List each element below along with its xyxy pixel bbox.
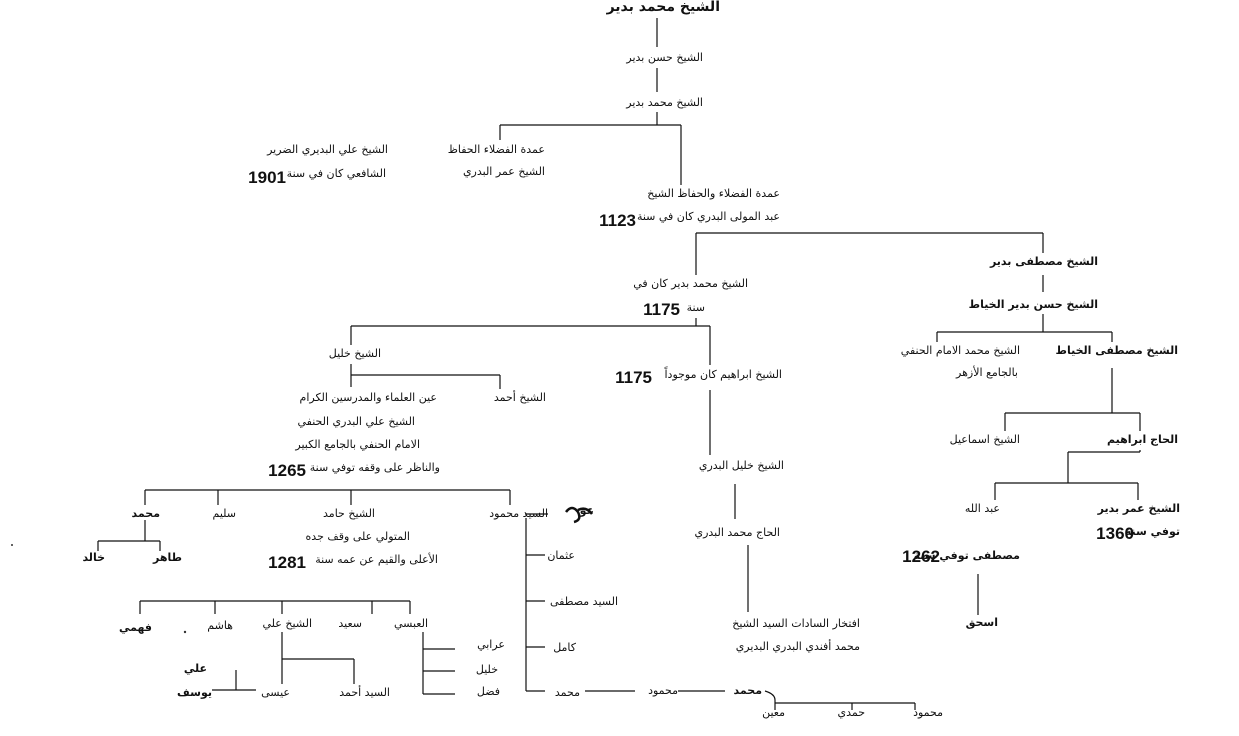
node-khalil-2: خليل [475, 663, 498, 676]
node-ali-hanafi-year: 1265 [268, 461, 306, 480]
node-ali-darir-year: 1901 [248, 168, 286, 187]
node-umda-line1: عمدة الفضلاء الحفاظ [447, 143, 545, 156]
node-mohammed-imam-line1: الشيخ محمد الامام الحنفي [900, 344, 1020, 357]
node-root: الشيخ محمد بدير [606, 0, 720, 15]
node-othman: عثمان [547, 549, 575, 562]
node-salim: سليم [212, 507, 237, 520]
node-omar-badir-line2: توفي سنة [1124, 525, 1180, 538]
node-mustafa-died: مصطفى توفي سنة [913, 549, 1020, 562]
node-fahmi: فهمي [119, 621, 152, 634]
node-kamil: كامل [553, 641, 576, 654]
handwritten-mark [565, 506, 593, 524]
node-mohammed-c: محمد [733, 684, 762, 697]
node-hasan-khayyat: الشيخ حسن بدير الخياط [968, 298, 1098, 311]
node-sayyid-ahmed: السيد أحمد [339, 686, 390, 699]
node-mohammed-b: محمد [554, 686, 580, 699]
node-ali-hanafi-line1: عين العلماء والمدرسين الكرام [299, 391, 437, 404]
node-hashem: هاشم [207, 619, 233, 632]
node-abdelmawla-year: 1123 [599, 211, 636, 230]
node-muin: معين [762, 706, 785, 719]
node-abdelmawla-line2: عبد المولى البدري كان في سنة [636, 210, 780, 223]
node-hasan: الشيخ حسن بدير [626, 51, 703, 64]
node-fadl: فضل [476, 685, 500, 698]
node-abdelmawla-line1: عمدة الفضلاء والحفاظ الشيخ [647, 187, 780, 200]
node-ibrahim-year: 1175 [615, 368, 652, 387]
node-hamid-year: 1281 [268, 553, 306, 572]
node-said: سعيد [338, 617, 362, 630]
node-mohammed-1175-line2: سنة [686, 301, 705, 314]
node-ali-darir-line2: الشافعي كان في سنة [286, 167, 386, 180]
node-iftikhar-line1: افتخار السادات السيد الشيخ [732, 617, 860, 630]
node-mustafa-khayyat: الشيخ مصطفى الخياط [1055, 344, 1178, 357]
node-mohammed-1175-line1: الشيخ محمد بدير كان في [633, 277, 748, 290]
node-ali-darir-line1: الشيخ علي البديري الضرير [267, 143, 388, 156]
node-mohammed-2: الشيخ محمد بدير [626, 96, 703, 109]
node-mustafa-badir: الشيخ مصطفى بدير [989, 255, 1098, 268]
node-arabi: عرابي [477, 638, 505, 651]
node-omar-badir-year: 1360 [1096, 524, 1134, 543]
node-mahmoud-c: محمود [913, 706, 943, 719]
node-hamid-line1: الشيخ حامد [323, 507, 375, 520]
node-mahmoud-b: محمود [648, 684, 678, 697]
node-scribble: عو [579, 504, 594, 517]
node-mohammed-left: محمد [131, 507, 160, 520]
node-isa: عيسى [261, 686, 290, 699]
node-mohammed-1175-year: 1175 [643, 300, 680, 319]
node-ismail: الشيخ اسماعيل [949, 433, 1020, 446]
node-omar-badir: الشيخ عمر بدير [1097, 502, 1180, 515]
node-haj-ibrahim: الحاج ابراهيم [1107, 433, 1178, 446]
node-sheikh-ali: الشيخ علي [262, 617, 312, 630]
node-sayyid-mahmoud: السيد محمود [489, 507, 548, 520]
node-ali-hanafi-line3: الامام الحنفي بالجامع الكبير [295, 438, 420, 451]
node-iftikhar-line2: محمد أفندي البدري البديري [735, 640, 860, 653]
node-mohammed-imam-line2: بالجامع الأزهر [956, 366, 1018, 379]
node-khalid: خالد [82, 551, 105, 564]
node-ali-hanafi-line4: والناظر على وقفه توفي سنة [309, 461, 440, 474]
node-abbasi: العبسي [393, 617, 428, 630]
node-abdallah: عبد الله [964, 502, 1000, 515]
node-khalil-badri: الشيخ خليل البدري [698, 459, 784, 472]
node-ahmed: الشيخ أحمد [493, 391, 546, 404]
node-mustafa-died-year: 1262 [902, 547, 940, 566]
node-umda-line2: الشيخ عمر البدري [462, 165, 545, 178]
node-sayyid-mustafa: السيد مصطفى [550, 595, 618, 608]
node-hamid-line2: المتولي على وقف جده [305, 530, 410, 543]
node-ishaq: اسحق [965, 616, 998, 629]
node-yusuf: يوسف [177, 686, 212, 699]
node-hamid-line3: الأعلى والقيم عن عمه سنة [315, 553, 438, 566]
node-khalil: الشيخ خليل [328, 347, 381, 360]
node-ali-small: علي [183, 662, 207, 675]
node-ali-hanafi-line2: الشيخ علي البدري الحنفي [297, 415, 416, 428]
node-haj-mohammed: الحاج محمد البدري [694, 526, 780, 539]
node-taher: طاهر [153, 551, 182, 564]
node-ibrahim: الشيخ ابراهيم كان موجوداً [664, 368, 783, 381]
node-hamdi: حمدي [837, 706, 865, 719]
